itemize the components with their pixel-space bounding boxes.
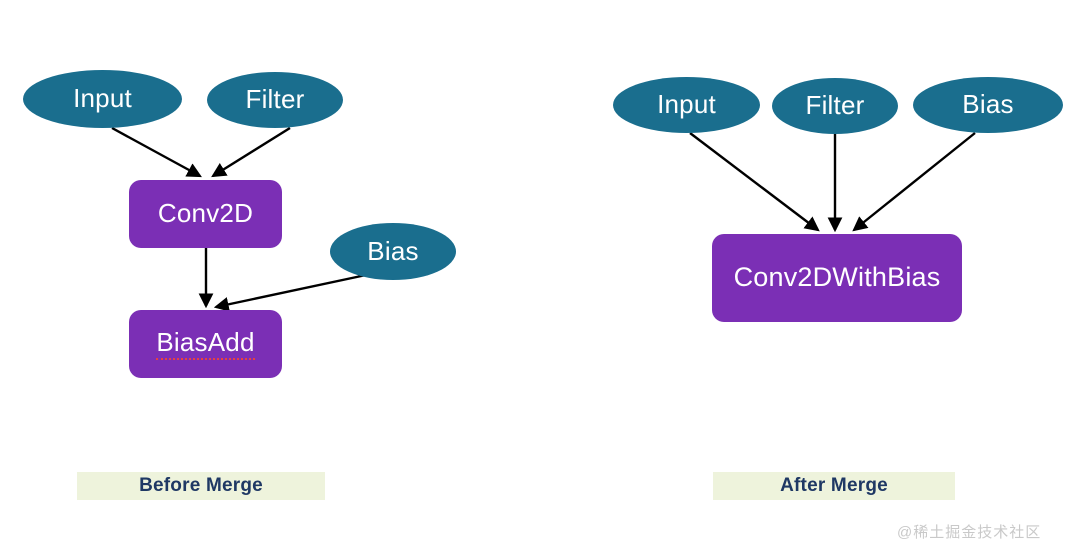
node-bias-right[interactable]: Bias bbox=[913, 77, 1063, 133]
node-label: Filter bbox=[245, 84, 305, 114]
node-bias-left[interactable]: Bias bbox=[330, 223, 456, 280]
edge-bias-to-conv2dwithbias bbox=[852, 132, 976, 232]
node-filter-right[interactable]: Filter bbox=[772, 78, 898, 134]
node-label: BiasAdd bbox=[156, 329, 255, 360]
node-filter-left[interactable]: Filter bbox=[207, 72, 343, 128]
caption-before-merge: Before Merge bbox=[77, 472, 325, 500]
caption-after-merge: After Merge bbox=[713, 472, 955, 500]
node-input-right[interactable]: Input bbox=[613, 77, 760, 133]
node-conv2d[interactable]: Conv2D bbox=[129, 180, 282, 248]
caption-label: After Merge bbox=[780, 475, 888, 496]
node-biasadd[interactable]: BiasAdd bbox=[129, 310, 282, 378]
watermark: @稀土掘金技术社区 bbox=[897, 524, 1042, 541]
edge-input-to-conv2d bbox=[111, 126, 202, 178]
node-input-left[interactable]: Input bbox=[23, 70, 182, 128]
caption-label: Before Merge bbox=[139, 475, 263, 496]
node-label: Conv2DWithBias bbox=[733, 261, 941, 292]
node-label: Filter bbox=[805, 90, 865, 120]
node-conv2dwithbias[interactable]: Conv2DWithBias bbox=[712, 234, 962, 322]
node-label: Bias bbox=[962, 89, 1014, 119]
edge-bias-to-biasadd bbox=[213, 273, 367, 312]
node-label: Input bbox=[657, 89, 716, 119]
node-label: Bias bbox=[367, 235, 419, 266]
node-label: Conv2D bbox=[157, 198, 254, 228]
node-label: Input bbox=[73, 83, 132, 113]
edge-filter-to-conv2d bbox=[211, 126, 291, 178]
edge-input-to-conv2dwithbias bbox=[689, 132, 820, 232]
